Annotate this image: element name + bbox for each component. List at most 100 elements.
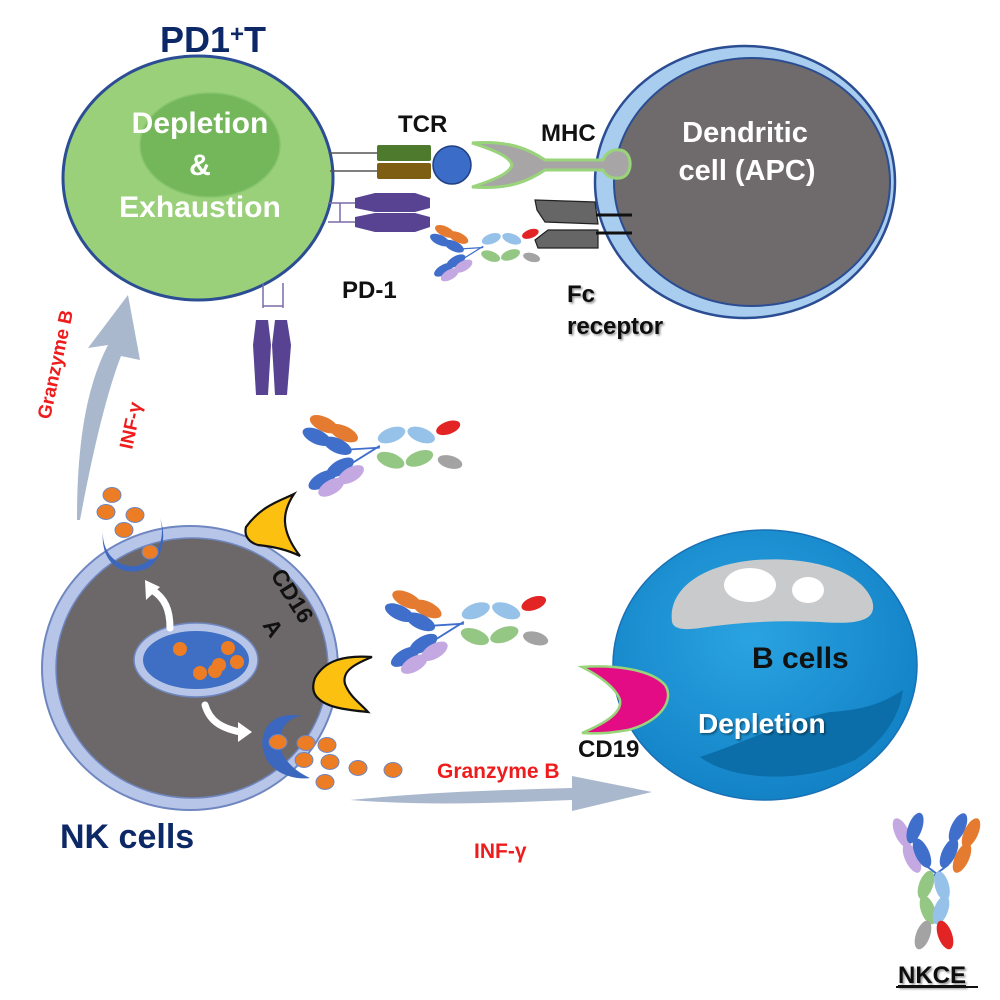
legend-antibody-domain-red bbox=[936, 920, 954, 950]
t-cell-status-line-2: & bbox=[189, 149, 211, 182]
antibody-domain-green bbox=[490, 626, 519, 644]
cd16a-receptor-upper bbox=[244, 491, 301, 557]
nk-cell-label: NK cells bbox=[60, 818, 194, 856]
legend-antibody-domain-blue bbox=[948, 813, 968, 843]
antibody-domain-green bbox=[460, 628, 489, 646]
antibody-domain-red bbox=[522, 228, 539, 239]
legend-antibody-domain-orange bbox=[952, 843, 972, 873]
legend: NKCE bbox=[892, 812, 981, 989]
antibody-domain-lightblue bbox=[377, 426, 406, 444]
cytokine-arrow-right: Granzyme B INF-γ bbox=[350, 760, 652, 863]
dendritic-cell-label-line-2: cell (APC) bbox=[679, 155, 816, 187]
legend-antibody-domain-green bbox=[917, 870, 935, 900]
antibody-domain-orange bbox=[448, 231, 469, 244]
legend-antibody-domain-purple bbox=[902, 843, 922, 873]
b-cell-shadow bbox=[700, 690, 903, 777]
t-cell-nucleus bbox=[139, 92, 281, 198]
antibody-domain-gray bbox=[437, 455, 463, 469]
antibody-domain-gray bbox=[523, 252, 541, 263]
antibody-domain-red bbox=[436, 420, 461, 436]
released-granules-top bbox=[96, 487, 159, 560]
t-cell: PD1+T Depletion & Exhaustion bbox=[61, 19, 335, 302]
legend-antibody-domain-gray bbox=[914, 920, 932, 950]
antibody-domain-purple bbox=[318, 477, 345, 497]
cd16a-receptor-lower bbox=[312, 655, 373, 714]
mhc-molecule bbox=[471, 140, 632, 190]
antibodies bbox=[302, 225, 549, 674]
antibody-domain-orange bbox=[412, 599, 442, 619]
b-cell-label: B cells bbox=[752, 642, 849, 675]
antibody-domain-green bbox=[501, 249, 520, 261]
legend-antibody-domain-lightblue bbox=[934, 871, 950, 901]
antibody-domain-lightblue bbox=[461, 602, 490, 620]
t-cell-title: PD1+T bbox=[160, 19, 266, 60]
antibody-domain-blue bbox=[308, 470, 336, 490]
b-cell-nucleus bbox=[671, 559, 874, 630]
dendritic-cell: Dendritic cell (APC) bbox=[593, 44, 897, 320]
legend-antibody-domain-purple bbox=[892, 818, 912, 848]
nk-cell: NK cells bbox=[41, 487, 403, 856]
antibody-domain-blue bbox=[323, 436, 352, 455]
cd19-shape bbox=[577, 665, 670, 735]
mhc-label: MHC bbox=[541, 120, 596, 147]
transport-arrow-down bbox=[201, 701, 244, 736]
antigen-peptide bbox=[432, 145, 472, 185]
legend-antibody-domain-lightblue bbox=[932, 895, 950, 925]
legend-label: NKCE bbox=[898, 962, 966, 989]
fc-receptor-label-line-2: receptor bbox=[567, 313, 663, 340]
antibody-cd19-bound bbox=[384, 590, 549, 674]
antibody-domain-gray bbox=[523, 631, 549, 646]
antibody-domain-lightblue bbox=[481, 233, 501, 245]
pd1-label: PD-1 bbox=[342, 277, 397, 304]
antibody-domain-purple bbox=[440, 268, 459, 282]
antibody-domain-purple bbox=[454, 259, 473, 273]
transport-arrow-up bbox=[148, 586, 174, 632]
pd1-receptor-horizontal: PD-1 bbox=[328, 193, 430, 304]
cytokine-arrow-up: Granzyme B INF-γ bbox=[34, 295, 147, 520]
nucleus-granules bbox=[173, 641, 244, 680]
nkce-legend-icon bbox=[892, 812, 981, 950]
antibody-domain-lightblue bbox=[502, 233, 522, 245]
released-granules-bottom bbox=[268, 734, 403, 790]
legend-antibody-domain-green bbox=[919, 895, 937, 925]
b-cell-status: Depletion bbox=[698, 708, 826, 739]
antibody-free bbox=[302, 415, 463, 497]
antibody-domain-blue bbox=[406, 612, 436, 632]
pd1-receptor-vertical bbox=[253, 283, 291, 395]
fc-receptor: Fc receptor bbox=[534, 199, 663, 340]
antibody-domain-blue bbox=[434, 263, 454, 277]
legend-antibody-domain-blue bbox=[912, 838, 932, 868]
tcr-label: TCR bbox=[398, 111, 447, 138]
antibody-domain-purple bbox=[400, 654, 428, 674]
fc-receptor-label-line-1: Fc bbox=[567, 281, 595, 308]
antibody-domain-green bbox=[481, 250, 501, 262]
arrow-to-b-cell bbox=[350, 776, 652, 811]
cd19-label: CD19 bbox=[578, 736, 639, 763]
antibody-domain-purple bbox=[338, 465, 364, 485]
dendritic-cell-body bbox=[613, 57, 891, 307]
interferon-label-vertical: INF-γ bbox=[116, 400, 147, 451]
antibody-domain-purple bbox=[421, 641, 448, 662]
antibody-domain-lightblue bbox=[492, 602, 521, 620]
t-cell-status-line-1: Depletion bbox=[132, 107, 269, 140]
antibody-domain-blue bbox=[444, 239, 464, 253]
granzyme-label-horizontal: Granzyme B bbox=[437, 760, 560, 783]
tcr-complex: TCR bbox=[330, 111, 472, 185]
tcr-beta-chain bbox=[377, 163, 431, 179]
arrow-to-t-cell bbox=[77, 295, 140, 520]
granzyme-label-vertical: Granzyme B bbox=[34, 308, 78, 421]
cd19-receptor: CD19 bbox=[577, 665, 670, 763]
dendritic-cell-label-line-1: Dendritic bbox=[682, 117, 808, 149]
antibody-domain-green bbox=[376, 451, 405, 469]
legend-antibody-domain-blue bbox=[906, 812, 924, 844]
antibody-domain-orange bbox=[329, 424, 358, 443]
interferon-label-horizontal: INF-γ bbox=[474, 840, 527, 863]
tcr-alpha-chain bbox=[377, 145, 431, 161]
antibody-domain-lightblue bbox=[407, 426, 435, 444]
b-cell: B cells Depletion bbox=[612, 529, 918, 801]
granule-receptor-bottom bbox=[262, 715, 310, 779]
legend-antibody-domain-blue bbox=[939, 838, 959, 868]
mhc-complex: MHC bbox=[471, 120, 632, 190]
legend-antibody-domain-orange bbox=[961, 818, 981, 848]
